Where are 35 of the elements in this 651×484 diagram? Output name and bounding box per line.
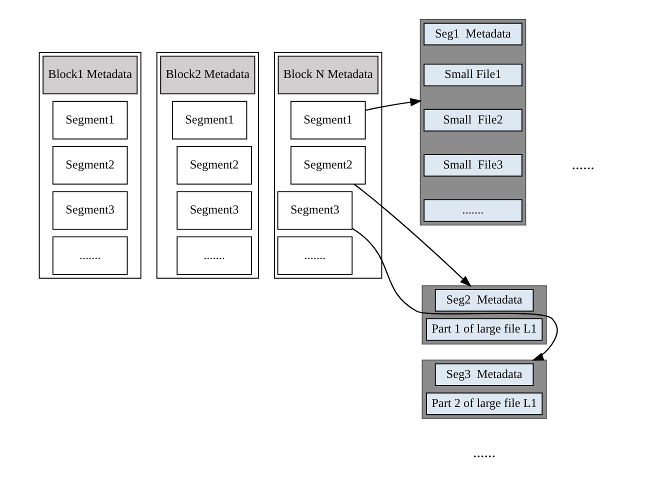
node-box: Segment1: [171, 100, 247, 140]
node-box: Seg1 Metadata: [423, 22, 522, 46]
node-box: .......: [276, 236, 352, 275]
arrow: [351, 228, 558, 361]
cluster: [38, 52, 141, 279]
node-box: Seg2 Metadata: [434, 289, 534, 312]
node-box: Segment3: [176, 191, 252, 230]
node-box: Block2 Metadata: [160, 56, 255, 94]
node-box: Part 1 of large file L1: [425, 318, 542, 341]
cluster: [156, 52, 258, 279]
node-box: Block N Metadata: [277, 56, 378, 94]
node-box: Segment2: [290, 146, 366, 185]
cluster: [421, 285, 546, 345]
cluster: [421, 360, 546, 419]
node-box: Small File1: [423, 64, 522, 86]
cluster: [274, 52, 382, 279]
node-box: .......: [52, 236, 128, 275]
node-box: Segment1: [290, 100, 366, 140]
node-box: Small File3: [423, 154, 522, 177]
node-box: Small File2: [423, 108, 522, 132]
label: ......: [571, 156, 594, 173]
node-box: Part 2 of large file L1: [425, 392, 542, 416]
node-box: Segment3: [276, 191, 352, 230]
node-box: Segment3: [52, 191, 128, 230]
arrow: [364, 98, 422, 111]
node-box: Block1 Metadata: [42, 56, 138, 94]
node-box: Segment2: [52, 146, 128, 185]
node-box: Segment2: [176, 146, 252, 185]
cluster: [419, 19, 526, 226]
arrow: [353, 184, 472, 287]
node-box: .......: [176, 236, 252, 275]
node-box: Seg3 Metadata: [434, 363, 534, 386]
node-box: Segment1: [52, 100, 128, 140]
label: ......: [472, 444, 496, 461]
node-box: .......: [423, 199, 522, 222]
